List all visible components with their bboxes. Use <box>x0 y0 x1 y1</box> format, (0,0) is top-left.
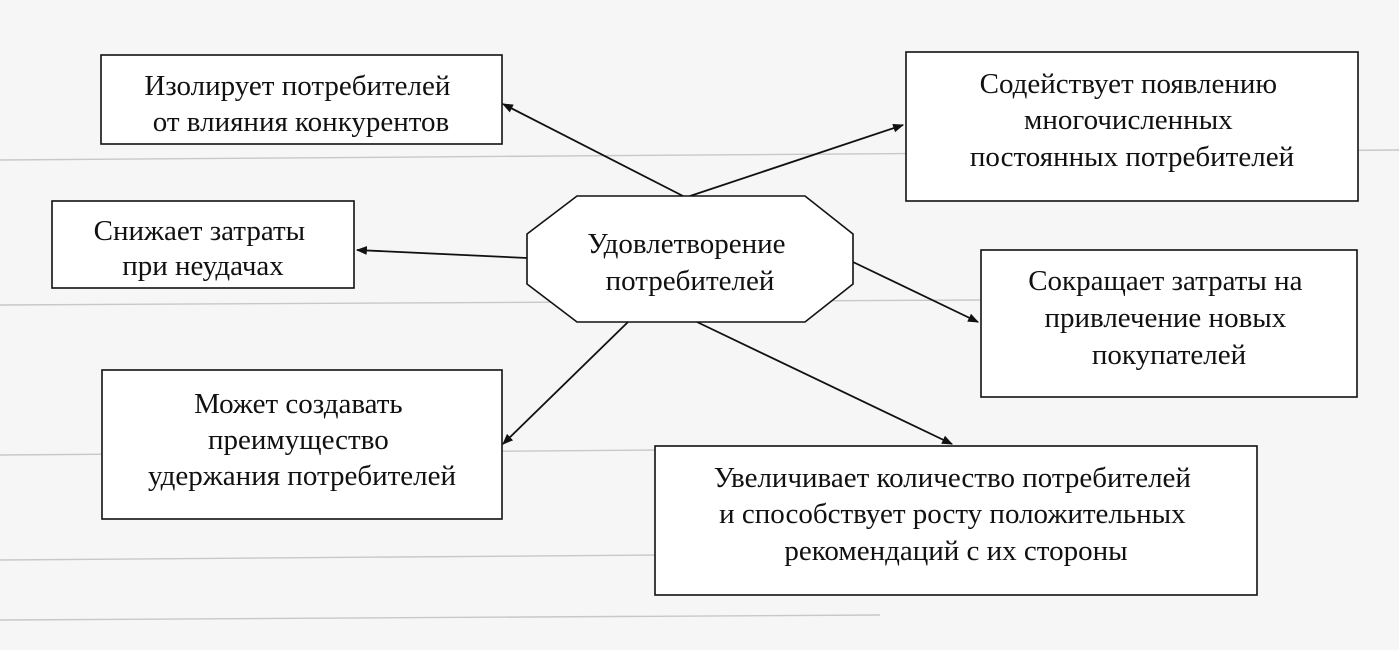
svg-text:Сокращает затраты на при: Сокращает затраты на привлечение новых п… <box>1028 265 1310 371</box>
node-text-line: Сокращает затраты на <box>1028 265 1302 297</box>
node-loyal-customers: Содействует появлению многочисленных пос… <box>905 51 1359 202</box>
node-box <box>100 54 503 145</box>
node-increase-recommendations: Увеличивает количество потребителей и сп… <box>654 445 1258 596</box>
arrow-to-isolate-consumers <box>502 103 684 197</box>
svg-text:Увеличивает количество потреби: Увеличивает количество потребителей и сп… <box>714 462 1198 567</box>
node-box <box>101 369 503 520</box>
node-isolate-consumers: Изолирует потребителей от влияния конкур… <box>100 54 503 145</box>
arrow-to-reduce-failure-costs <box>355 246 528 259</box>
node-reduce-failure-costs: Снижает затраты при неудачах <box>51 200 355 289</box>
svg-text:Содействует появлению мн: Содействует появлению многочисленных пос… <box>970 68 1294 173</box>
node-text-line: при неудачах <box>122 250 284 282</box>
node-reduce-acquisition-costs: Сокращает затраты на привлечение новых п… <box>980 249 1358 398</box>
node-text-line: постоянных потребителей <box>970 141 1294 173</box>
center-text-line: Удовлетворение <box>587 228 785 260</box>
arrow-to-retention-advantage <box>502 321 629 445</box>
arrow-to-increase-recommendations <box>696 321 953 445</box>
arrow-to-reduce-acquisition-costs <box>852 261 979 323</box>
node-text-line: привлечение новых <box>1044 302 1286 334</box>
center-node: Удовлетворение потребителей <box>526 195 854 323</box>
arrow-to-loyal-customers <box>689 123 905 197</box>
node-text-line: Увеличивает количество потребителей <box>714 462 1191 494</box>
svg-text:Может создавать преимуще: Может создавать преимущество удержания п… <box>148 388 456 492</box>
svg-text:Снижает затраты при неуд: Снижает затраты при неудачах <box>94 215 313 282</box>
center-text-line: потребителей <box>606 265 775 297</box>
node-text-line: Снижает затраты <box>94 215 305 247</box>
node-box <box>980 249 1358 398</box>
node-text-line: преимущество <box>208 424 389 456</box>
center-octagon <box>526 195 854 323</box>
node-retention-advantage: Может создавать преимущество удержания п… <box>101 369 503 520</box>
node-box <box>905 51 1359 202</box>
node-text-line: покупателей <box>1092 339 1246 371</box>
node-text-line: Может создавать <box>194 388 403 420</box>
node-box <box>51 200 355 289</box>
connector-arrows <box>355 103 979 445</box>
node-text-line: рекомендаций с их стороны <box>784 535 1127 567</box>
svg-text:Удовлетворение потребите: Удовлетворение потребителей <box>587 228 793 297</box>
node-text-line: Содействует появлению <box>980 68 1277 100</box>
node-text-line: многочисленных <box>1024 104 1233 136</box>
node-box <box>654 445 1258 596</box>
node-text-line: и способствует росту положительных <box>719 498 1186 530</box>
node-text-line: Изолирует потребителей <box>144 70 450 102</box>
node-text-line: удержания потребителей <box>148 460 456 492</box>
svg-text:Изолирует потребителей о: Изолирует потребителей от влияния конкур… <box>144 70 457 138</box>
node-text-line: от влияния конкурентов <box>153 106 450 138</box>
